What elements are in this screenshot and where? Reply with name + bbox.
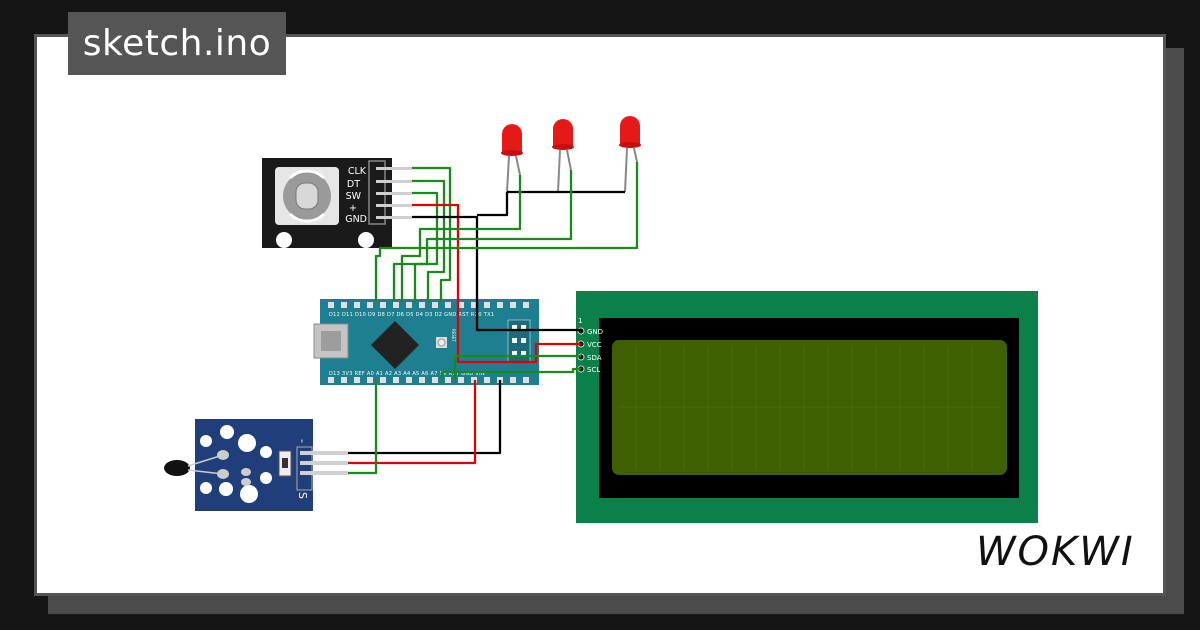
lcd-display[interactable]: 1 GND VCC SDA SCL <box>576 291 1038 523</box>
sketch-filename-tag: sketch.ino <box>68 12 286 75</box>
nano-pcb <box>320 299 539 385</box>
microcontroller-chip <box>370 320 420 370</box>
sensor-minus-label: - <box>296 439 309 443</box>
encoder-pin-label: CLK <box>348 166 367 177</box>
encoder-pin-label: + <box>349 203 357 214</box>
lcd-pin-label: SCL <box>587 366 600 374</box>
thermistor-module[interactable]: - S <box>164 419 348 511</box>
nano-bottom-pin-labels: D13 3V3 REF A0 A1 A2 A3 A4 A5 A6 A7 5V R… <box>329 371 485 377</box>
lcd-pin-label: GND <box>587 328 603 336</box>
led-2[interactable] <box>552 119 574 193</box>
nano-top-pin-labels: D12 D11 D10 D9 D8 D7 D6 D5 D4 D3 D2 GND … <box>329 312 494 318</box>
mounting-hole <box>358 232 374 248</box>
led-1[interactable] <box>501 124 523 193</box>
led-3[interactable] <box>619 116 641 193</box>
lcd-pin1-marker: 1 <box>578 317 582 325</box>
wokwi-logo: WOKWI <box>976 529 1135 575</box>
rotary-encoder[interactable]: CLK DT SW + GND <box>262 158 412 248</box>
lcd-pin-label: SDA <box>587 354 602 362</box>
mounting-hole <box>276 232 292 248</box>
encoder-shaft[interactable] <box>295 182 319 210</box>
encoder-pin-label: DT <box>347 179 360 190</box>
rotate-arrow-icon <box>288 212 326 223</box>
encoder-pin-label: SW <box>346 191 362 202</box>
ntc-thermistor-bead <box>164 460 190 476</box>
sensor-header <box>296 446 313 491</box>
wires <box>348 162 639 475</box>
encoder-pin-label: GND <box>345 214 367 225</box>
reset-label: RESET <box>451 329 456 342</box>
rotate-arrow-icon <box>288 169 326 180</box>
lcd-pin-label: VCC <box>587 341 602 349</box>
arduino-nano[interactable]: D12 D11 D10 D9 D8 D7 D6 D5 D4 D3 D2 GND … <box>313 299 539 385</box>
sensor-signal-label: S <box>296 492 309 499</box>
